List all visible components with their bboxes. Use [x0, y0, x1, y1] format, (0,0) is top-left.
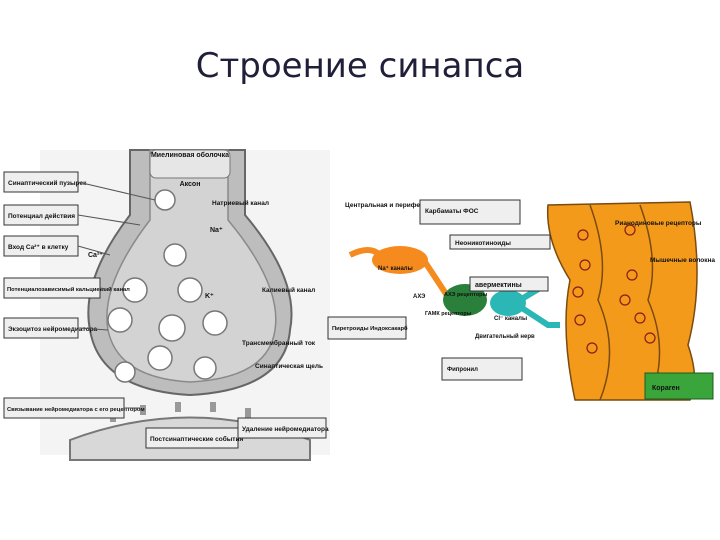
- synapse-illustration: Миелиновая оболочка Аксон Натриевый кана…: [3, 149, 330, 461]
- coragen-label: Кораген: [652, 385, 680, 392]
- neonicotinoids-label: Неоникотиноиды: [455, 240, 511, 247]
- svg-text:Постсинаптические события: Постсинаптические события: [150, 435, 243, 443]
- k-label: K⁺: [205, 293, 214, 300]
- transmembrane-label: Трансмембранный ток: [242, 339, 316, 347]
- ach-label: АХЭ: [413, 294, 426, 300]
- callout-3: Вход Ca²⁺ в клетку: [3, 235, 79, 257]
- callout-8: Удаление нейромедиатора: [237, 417, 329, 439]
- orange-neuron: [372, 246, 428, 274]
- vesicle: [158, 314, 186, 342]
- vesicle: [107, 307, 133, 333]
- svg-text:Синаптический пузырек: Синаптический пузырек: [8, 179, 87, 187]
- cns-label: Центральная и периферическая НС: [345, 202, 461, 209]
- ca-label: Ca²⁺: [88, 252, 103, 259]
- na-label: Na⁺: [210, 227, 223, 234]
- avermectins-label: авермектины: [475, 282, 522, 289]
- callout-7: Постсинаптические события: [145, 427, 243, 449]
- synapse-center: [443, 284, 487, 316]
- sodium-channel-label: Натриевый канал: [212, 199, 269, 207]
- vesicle: [193, 356, 217, 380]
- fipronil-label: Фипронил: [447, 367, 478, 373]
- svg-text:Удаление нейромедиатора: Удаление нейромедиатора: [242, 425, 329, 433]
- na-channels-label: Na⁺ каналы: [378, 265, 413, 272]
- pointer-lines: [77, 181, 156, 409]
- myelin-sheath: [149, 149, 231, 179]
- axon-label: Аксон: [180, 181, 201, 188]
- pyrethroids-label: Пиретроиды Индоксакарб: [332, 325, 408, 332]
- fipronil-box: [441, 357, 523, 381]
- svg-text:Вход Ca²⁺ в клетку: Вход Ca²⁺ в клетку: [8, 244, 69, 251]
- vesicle: [163, 243, 187, 267]
- callout-2: Потенциал действия: [3, 204, 79, 226]
- myelin-label: Миелиновая оболочка: [151, 151, 229, 159]
- avermectins-box: [469, 276, 549, 292]
- ryanodine-receptors: [572, 224, 656, 354]
- carbamates-box: [419, 199, 521, 225]
- svg-text:Потенциалозависимый кальциевый: Потенциалозависимый кальциевый канал: [7, 286, 130, 293]
- ryanodine-label: Рианодиновые рецепторы: [615, 220, 702, 227]
- vesicle: [122, 277, 148, 303]
- ach-receptors-label: АХЭ рецепторы: [444, 292, 487, 298]
- pesticide-targets-diagram: Центральная и периферическая НС Карбамат…: [327, 195, 720, 405]
- carbamates-label: Карбаматы ФОС: [425, 207, 479, 215]
- svg-text:Связывание нейромедиатора с ег: Связывание нейромедиатора с его рецептор…: [7, 406, 145, 413]
- vesicles: [107, 189, 228, 383]
- teal-neuron: [490, 290, 526, 316]
- muscle-fibers: [546, 201, 698, 401]
- cl-channels-label: Cl⁻ каналы: [494, 316, 527, 322]
- callout-1: Синаптический пузырек: [3, 171, 87, 193]
- callout-6: Связывание нейромедиатора с его рецептор…: [3, 397, 145, 419]
- gaba-label: ГАМК рецепторы: [425, 311, 472, 317]
- vesicle: [177, 277, 203, 303]
- pyrethroids-box: [327, 316, 407, 340]
- vesicle: [114, 361, 136, 383]
- axon-inner: [106, 149, 277, 383]
- svg-text:Потенциал действия: Потенциал действия: [8, 212, 75, 220]
- potassium-channel-label: Калиевый канал: [262, 286, 315, 294]
- cleft-label: Синаптическая щель: [255, 363, 323, 370]
- vesicle: [202, 310, 228, 336]
- neonicotinoids-box: [449, 234, 551, 250]
- motor-nerve-label: Двигательный нерв: [475, 333, 535, 340]
- coragen-box: [644, 372, 714, 400]
- vesicle: [154, 189, 176, 211]
- svg-text:Экзоцитоз нейромедиатора: Экзоцитоз нейромедиатора: [8, 325, 98, 333]
- muscle-label: Мышечные волокна: [650, 257, 715, 264]
- vesicle: [147, 345, 173, 371]
- slide-title: Строение синапса: [195, 46, 525, 86]
